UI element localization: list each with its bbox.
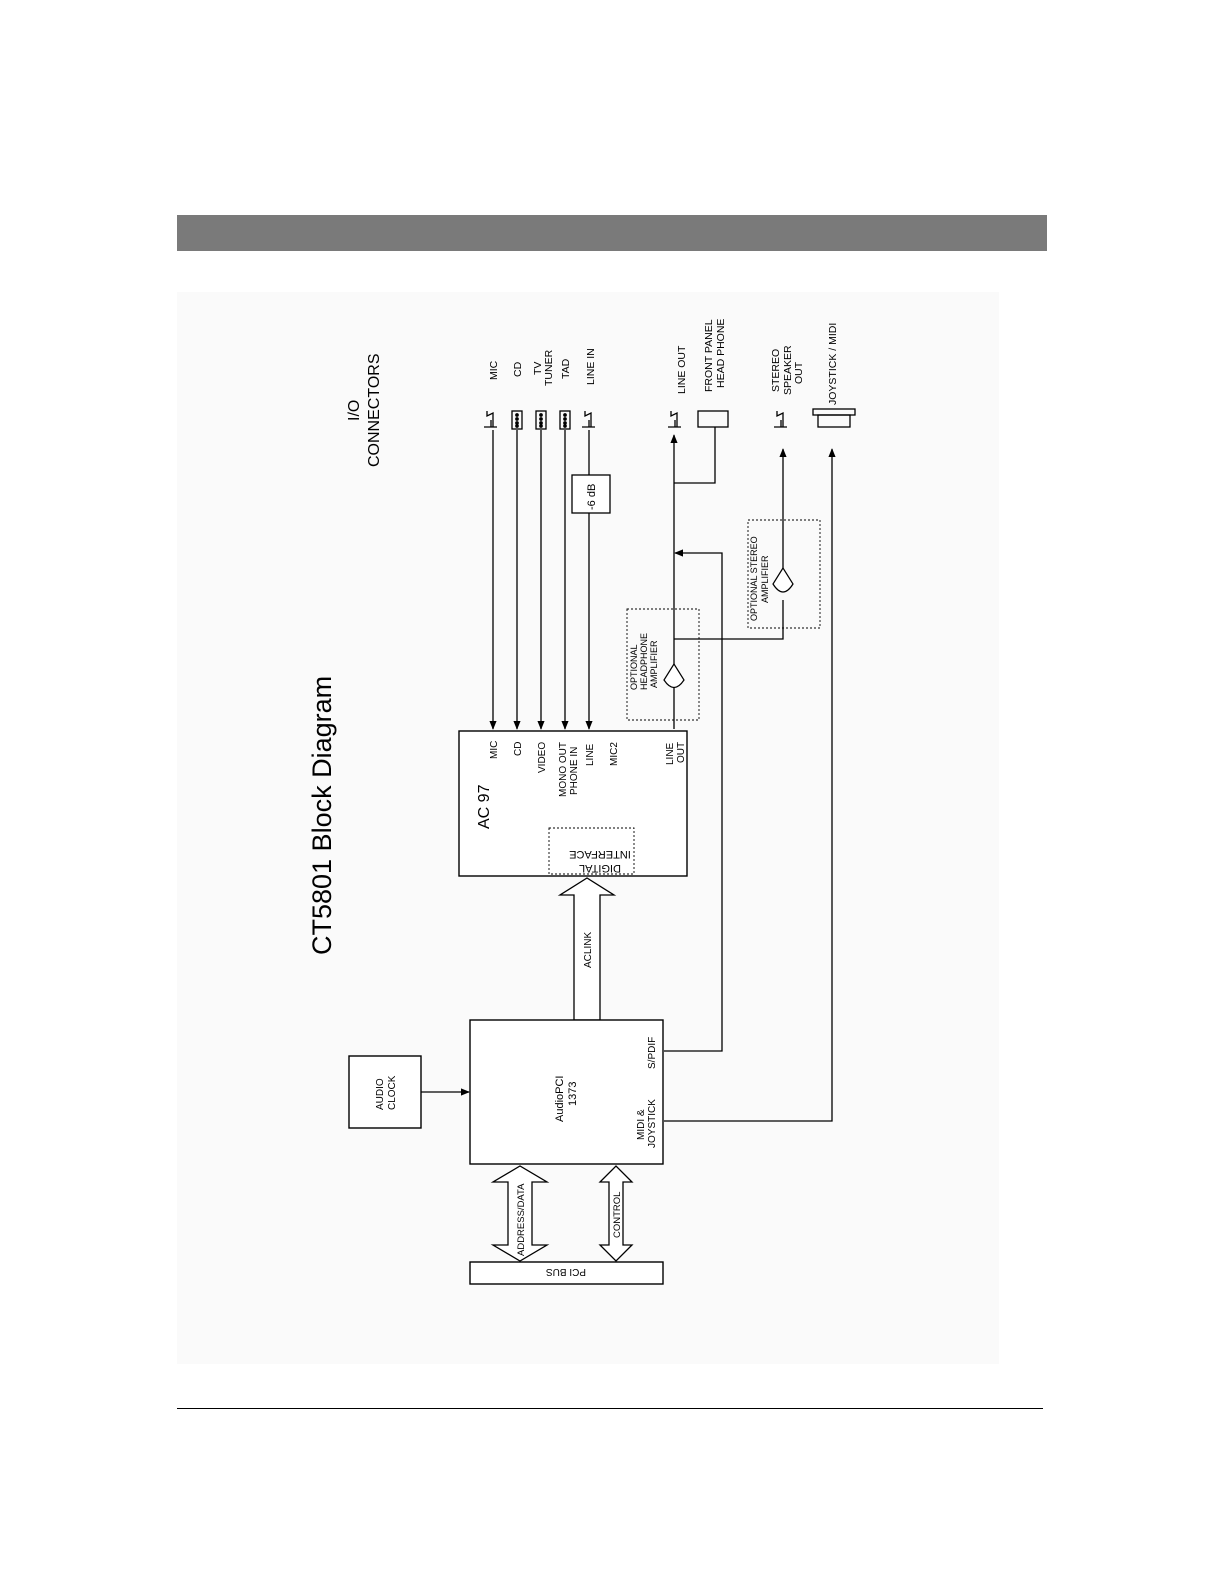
audio-clock-block: AUDIO CLOCK [348,1055,422,1129]
label-line-out: LINE OUT [676,345,688,394]
label-headphone: HEAD PHONE [715,319,727,388]
stereo-amp-label-1: OPTIONAL STEREO [749,536,759,621]
tv-tuner-header-icon [535,410,547,430]
joystick-connector-icon [812,408,856,428]
ac97-pin-video: VIDEO [537,742,548,773]
io-connectors-heading: I/O CONNECTORS [346,354,383,468]
headphone-amp-label-2: HEADPHONE [639,633,649,690]
ac97-pin-line-out-1: LINE [665,742,676,765]
header-bar [177,215,1047,251]
headphone-amp-icon [663,662,685,689]
label-joystick-midi: JOYSTICK / MIDI [827,323,839,405]
diagram-title: CT5801 Block Diagram [307,676,337,955]
audiopci-joystick: JOYSTICK [647,1099,658,1148]
headphone-to-speaker-line [674,600,784,640]
spdif-line [664,549,723,1052]
headphone-amp-label-1: OPTIONAL [629,644,639,690]
audiopci-block: AudioPCI 1373 S/PDIF MIDI & JOYSTICK [469,1019,664,1165]
digital-interface-line2: INTERFACE [569,848,631,860]
footer-rule [177,1408,1043,1409]
tad-header-icon [559,410,571,430]
ac97-pin-phone-in: PHONE IN [569,747,580,795]
speaker-jack-icon [774,411,787,428]
pci-bus-label: PCI BUS [546,1266,586,1277]
line-in-jack-icon [582,411,595,428]
mic-jack-icon [484,411,497,428]
ac97-pin-mic: MIC [489,741,500,759]
digital-interface-box [548,827,635,875]
cd-header-icon [511,410,523,430]
audiopci-midi: MIDI & [636,1109,647,1140]
label-out: OUT [793,361,805,384]
front-panel-branch [674,427,716,484]
label-tad: TAD [560,358,572,379]
pci-bus-block: PCI BUS [469,1261,664,1285]
io-heading-line2: CONNECTORS [366,354,383,468]
optional-headphone-amp: OPTIONAL HEADPHONE AMPLIFIER [626,608,700,721]
ac97-pin-line: LINE [585,743,596,766]
io-heading-line1: I/O [346,400,363,421]
control-label: CONTROL [612,1192,623,1238]
ac97-pin-line-out-2: OUT [676,742,687,763]
audiopci-number: 1373 [567,1082,579,1106]
digital-interface-line1: DIGITAL [579,862,621,874]
attenuator-label: -6 dB [586,484,598,510]
address-data-label: ADDRESS/DATA [516,1183,527,1256]
label-line-in: LINE IN [585,348,597,385]
label-front-panel: FRONT PANEL [703,319,715,392]
audiopci-name: AudioPCI [554,1076,566,1122]
aclink-label: ACLINK [583,932,594,968]
connector-icons [484,408,856,430]
joystick-line [664,448,836,1122]
front-panel-header-icon [697,410,729,428]
ac97-pin-mono-out: MONO OUT [558,742,569,797]
label-cd: CD [512,361,524,377]
ac97-block: AC 97 MIC CD VIDEO MONO OUT PHONE IN LIN… [458,730,688,877]
stereo-amp-label-2: AMPLIFIER [760,555,770,603]
attenuator-box: -6 dB [571,474,611,514]
control-bus: CONTROL [598,1165,634,1262]
ac97-pin-mic2: MIC2 [609,742,620,766]
label-mic: MIC [488,360,500,380]
audio-clock-line2: CLOCK [387,1075,398,1110]
label-stereo: STEREO [770,349,782,392]
signal-lines [421,427,836,1122]
audio-clock-line1: AUDIO [375,1078,386,1110]
headphone-amp-label-3: AMPLIFIER [649,640,659,688]
audiopci-spdif: S/PDIF [647,1037,658,1069]
connector-labels: MIC CD TV TUNER TAD LINE IN LINE OUT FRO… [488,319,839,405]
aclink-bus: ACLINK [557,877,617,1021]
stereo-amp-icon [772,566,794,593]
line-out-jack-icon [668,411,681,428]
ac97-pin-cd: CD [513,742,524,756]
label-tv-tuner-1: TV [532,362,544,375]
label-speaker: SPEAKER [782,345,794,395]
optional-stereo-amp: OPTIONAL STEREO AMPLIFIER [747,519,821,629]
ac97-title: AC 97 [476,784,493,829]
label-tv-tuner-2: TUNER [543,349,555,386]
address-data-bus: ADDRESS/DATA [490,1165,550,1262]
